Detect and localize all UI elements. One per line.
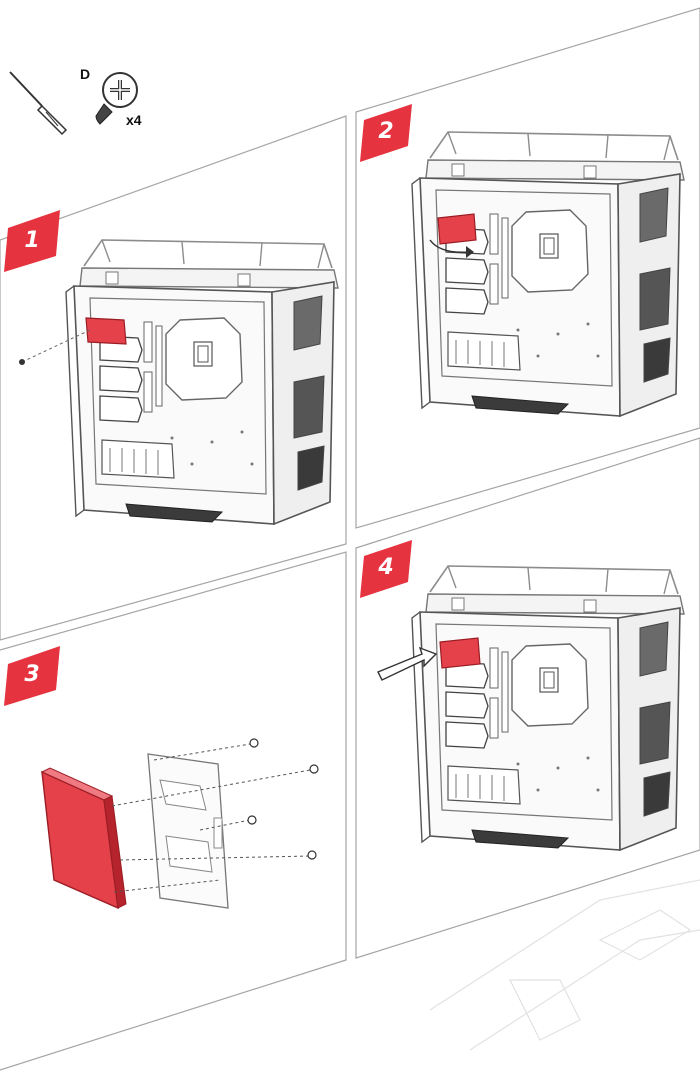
- step-1-screw-icon: [19, 359, 25, 365]
- step-2-number: 2: [371, 119, 401, 144]
- screw-quantity-label: x4: [126, 112, 142, 128]
- step-3-drive-assembly: [42, 739, 318, 908]
- step-2-pc-case: [412, 132, 684, 416]
- step-1-number: 1: [17, 228, 47, 253]
- background-logo-graphic: [430, 880, 700, 1050]
- step-4-number: 4: [371, 555, 401, 580]
- screwdriver-icon: [10, 72, 66, 134]
- screw-type-label: D: [80, 66, 90, 82]
- step-3-number: 3: [17, 662, 47, 687]
- ssd-drive: [42, 772, 118, 908]
- step-4-pc-case: [412, 566, 684, 850]
- step-1-pc-case: [66, 240, 338, 524]
- step-3-screws: [248, 739, 318, 859]
